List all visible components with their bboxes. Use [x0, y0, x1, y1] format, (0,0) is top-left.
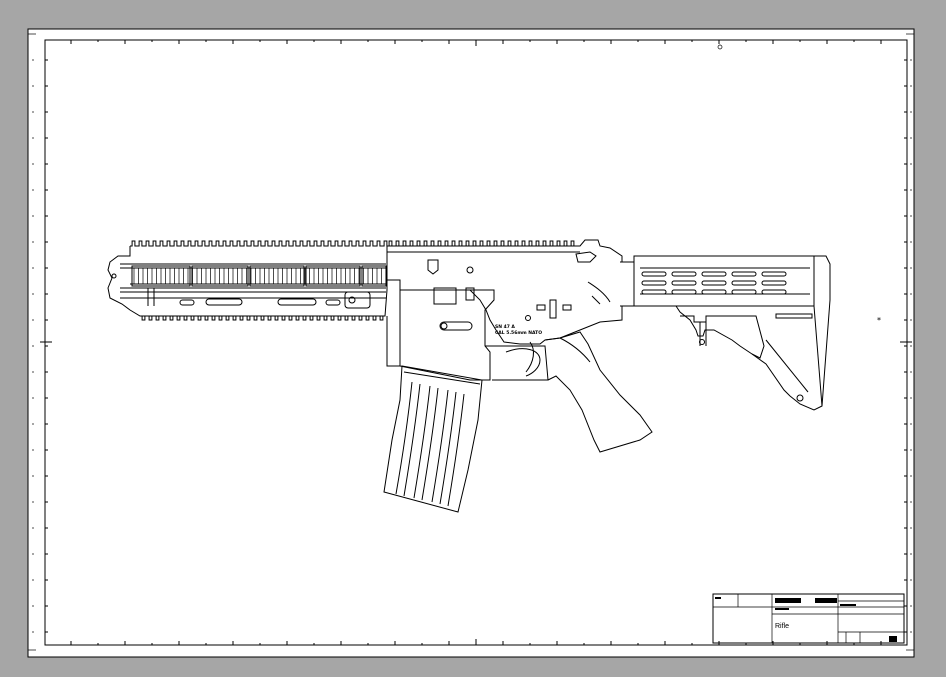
handguard [107, 240, 389, 321]
title-block: Rifle [712, 593, 905, 644]
stock-slot [701, 271, 727, 277]
stock-slot [761, 280, 787, 286]
stock-slot [671, 280, 697, 286]
stock-slot [731, 289, 757, 295]
rifle-drawing: SN 47 A CAL 5.56mm NATO [107, 239, 831, 513]
lower-receiver: SN 47 A CAL 5.56mm NATO [399, 287, 572, 381]
magazine [383, 365, 483, 513]
upper-receiver [386, 239, 635, 367]
stock-slot [671, 271, 697, 277]
receiver-marking-2: CAL 5.56mm NATO [495, 330, 542, 336]
pistol-grip [544, 331, 653, 453]
receiver-marking-1: SN 47 A [495, 324, 515, 330]
rail-segment [249, 265, 305, 287]
stock-slot [701, 289, 727, 295]
stock-slot [731, 271, 757, 277]
stock-slot [761, 271, 787, 277]
stock-slot [641, 280, 667, 286]
svg-text:*: * [877, 316, 881, 325]
stock-slot [641, 289, 667, 295]
paper [27, 28, 915, 658]
stock-slot [731, 280, 757, 286]
center-marks: * [40, 40, 912, 645]
rail-segment [191, 265, 249, 287]
rail-segment [131, 265, 191, 287]
stock-slot [701, 280, 727, 286]
stock-slot [761, 289, 787, 295]
rail-segment [361, 265, 387, 287]
stock-slot [671, 289, 697, 295]
stock-slot [641, 271, 667, 277]
part-name: Rifle [775, 623, 789, 630]
buttstock [620, 255, 831, 411]
rail-segment [305, 265, 361, 287]
